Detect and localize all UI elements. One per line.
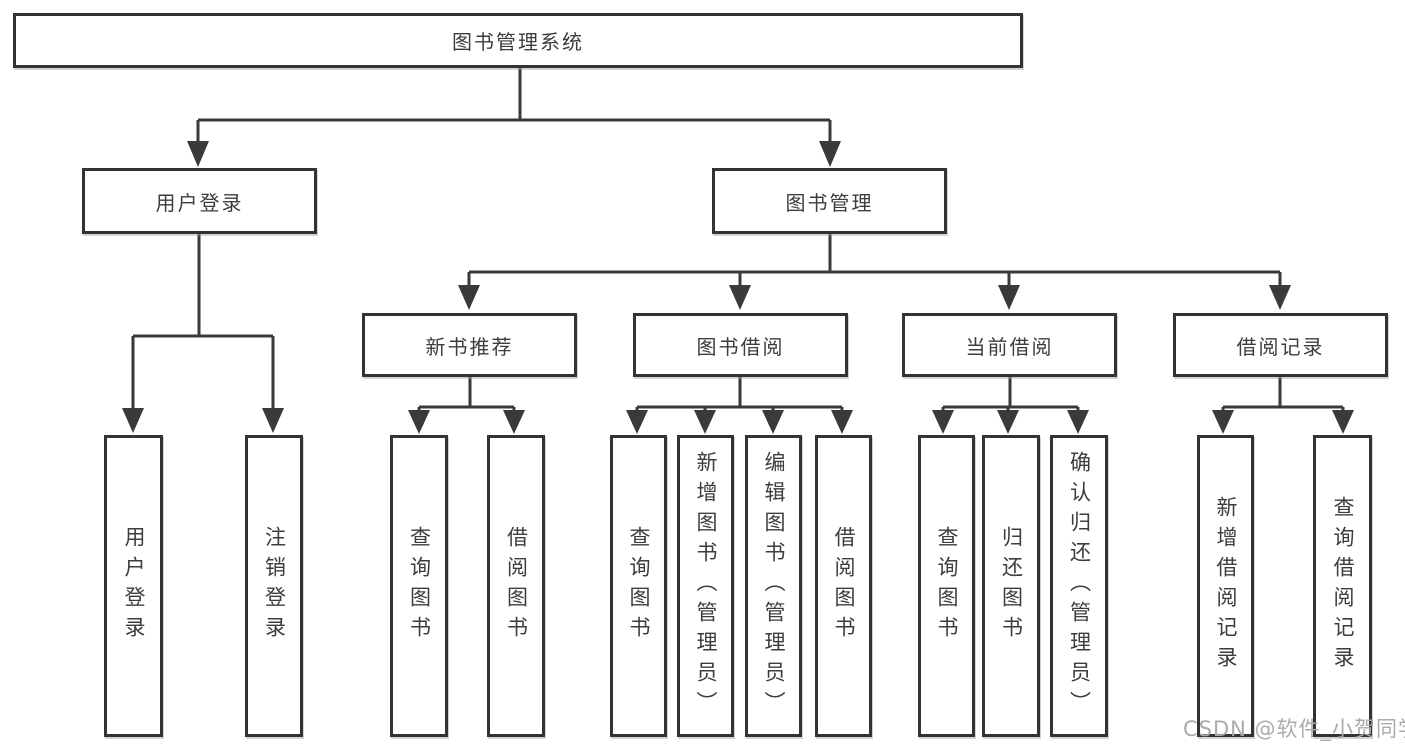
leaf-borrow-books-borrowing: 借阅图书 — [815, 435, 872, 737]
leaf-label: 归还图书 — [999, 526, 1024, 646]
node-user-login: 用户登录 — [82, 168, 317, 234]
leaf-label: 查询图书 — [407, 526, 432, 646]
arrow-down-icon — [831, 410, 853, 434]
connector-new-book-recommendation-children — [417, 377, 516, 412]
node-book-borrowing: 图书借阅 — [633, 313, 848, 377]
connector-borrowing-records-children — [1221, 377, 1345, 412]
leaf-query-books-current: 查询图书 — [918, 435, 975, 737]
leaf-label: 查询图书 — [935, 526, 959, 646]
node-library-management-system: 图书管理系统 — [13, 13, 1023, 68]
arrow-down-icon — [503, 410, 525, 434]
connector-book-borrowing-children — [635, 377, 844, 412]
arrow-down-icon — [819, 141, 841, 167]
csdn-watermark: CSDN @软件_小贺同学 — [1183, 717, 1405, 741]
leaf-query-books-borrowing: 查询图书 — [610, 435, 667, 737]
leaf-label: 编辑图书（管理员） — [762, 451, 786, 721]
leaf-label: 新增图书（管理员） — [694, 451, 718, 721]
node-borrowing-records: 借阅记录 — [1173, 313, 1388, 377]
arrow-down-icon — [262, 408, 284, 433]
connector-book-management-children — [467, 234, 1282, 287]
leaf-edit-books-admin: 编辑图书（管理员） — [745, 435, 802, 737]
leaf-user-login: 用户登录 — [104, 435, 163, 737]
leaf-borrow-books-recommendation: 借阅图书 — [487, 435, 545, 737]
leaf-label: 借阅图书 — [504, 526, 529, 646]
node-new-book-recommendation: 新书推荐 — [362, 313, 577, 377]
leaf-label: 确认归还（管理员） — [1067, 451, 1092, 721]
connector-current-borrowing-children — [941, 377, 1080, 412]
arrow-down-icon — [1067, 410, 1089, 434]
node-book-management: 图书管理 — [712, 168, 947, 234]
leaf-label: 用户登录 — [122, 526, 146, 646]
arrow-down-icon — [408, 410, 430, 434]
leaf-add-books-admin: 新增图书（管理员） — [677, 435, 734, 737]
leaf-label: 查询借阅记录 — [1331, 496, 1355, 676]
leaf-label: 借阅图书 — [832, 526, 856, 646]
connector-root-to-level2 — [196, 66, 832, 143]
arrow-down-icon — [187, 141, 209, 167]
leaf-label: 查询图书 — [627, 526, 651, 646]
arrow-down-icon — [1269, 285, 1291, 310]
arrowheads — [122, 141, 1354, 434]
arrow-down-icon — [694, 410, 716, 434]
arrow-down-icon — [1332, 410, 1354, 434]
arrow-down-icon — [998, 285, 1020, 310]
node-current-borrowing: 当前借阅 — [902, 313, 1117, 377]
arrow-down-icon — [626, 410, 648, 434]
leaf-logout: 注销登录 — [245, 435, 303, 737]
arrow-down-icon — [762, 410, 784, 434]
arrow-down-icon — [1212, 410, 1234, 434]
arrow-down-icon — [729, 285, 751, 310]
leaf-label: 注销登录 — [262, 526, 287, 646]
leaf-query-books-recommendation: 查询图书 — [390, 435, 448, 737]
arrow-down-icon — [122, 408, 144, 433]
arrow-down-icon — [997, 410, 1019, 434]
leaf-add-borrowing-record: 新增借阅记录 — [1197, 435, 1254, 737]
arrow-down-icon — [458, 285, 480, 310]
leaf-confirm-return-admin: 确认归还（管理员） — [1050, 435, 1108, 737]
leaf-return-books: 归还图书 — [982, 435, 1040, 737]
arrow-down-icon — [932, 410, 954, 434]
connector-user-login-children — [131, 234, 275, 409]
leaf-query-borrowing-record: 查询借阅记录 — [1313, 435, 1372, 737]
leaf-label: 新增借阅记录 — [1214, 496, 1238, 676]
